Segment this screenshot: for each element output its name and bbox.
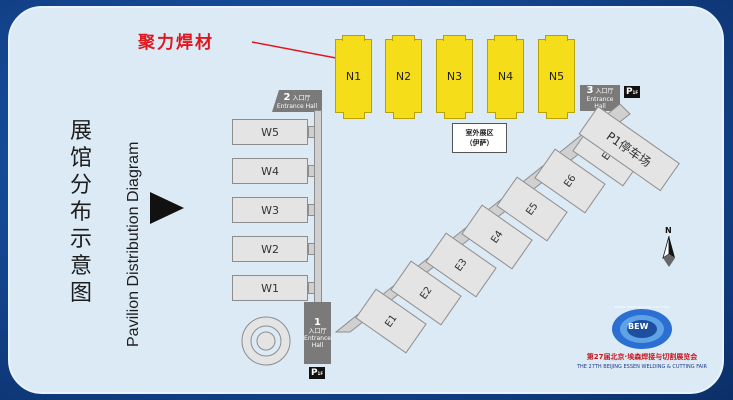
hall-label: W1 [261,281,279,295]
hall-label: N1 [345,69,362,83]
parking-badge-bottom-letter: P [310,368,318,378]
entrance-1-en1: Entrance [304,334,331,342]
hall-w3[interactable]: W3 [232,197,315,223]
hall-n3[interactable]: N3 [436,35,473,119]
exhibitor-pointer-line [251,41,337,59]
entrance-2-number: 2 [283,91,291,103]
hall-label: E1 [382,312,400,330]
fair-name-en: THE 27TH BEIJING ESSEN WELDING & CUTTING… [576,364,708,370]
hall-label: N3 [446,69,463,83]
hall-foot [495,112,517,119]
entrance-hall-2[interactable]: 2 入口厅 Entrance Hall [272,90,322,112]
hall-label: N4 [497,69,514,83]
fair-emblem-center: BEW [628,322,649,331]
hall-n1[interactable]: N1 [335,35,372,119]
compass-north-label: N [665,226,672,235]
hall-w2[interactable]: W2 [232,236,315,262]
entrance-1-en2: Hall [311,341,324,349]
hall-cap [342,35,365,41]
hall-label: E6 [561,172,579,190]
exhibitor-label: 聚力焊材 [138,33,214,53]
fair-emblem-icon [612,309,672,349]
hall-label: E5 [523,200,541,218]
entrance-2-en1: Entrance [276,102,304,110]
parking-badge-top-letter: P [625,87,633,97]
hall-connector [308,282,315,294]
hall-w5[interactable]: W5 [232,119,315,145]
hall-n4[interactable]: N4 [487,35,524,119]
pointer-arrow-icon [150,192,184,224]
hall-cap [545,35,568,41]
hall-label: E2 [417,284,435,302]
hall-connector [308,204,315,216]
compass: N [662,226,676,270]
hall-w1[interactable]: W1 [232,275,315,301]
title-english: Pavilion Distribution Diagram [125,141,142,347]
hall-label: W5 [261,125,279,139]
compass-needle-icon [662,236,675,267]
entrance-3-en1: Entrance [586,96,614,103]
entrance-3-cn: 入口厅 [595,88,614,95]
hall-label: N2 [395,69,412,83]
fair-emblem-ring-text: BEIJING ESSEN WELDING & CUTTING [614,305,670,309]
hall-foot [343,112,365,119]
entrance-2-cn: 入口厅 [292,94,311,102]
hall-connector [308,165,315,177]
entrance-hall-1[interactable]: 1 入口厅 Entrance Hall [304,302,331,364]
entrance-2-en2: Hall [305,102,318,110]
hall-foot [444,112,466,119]
outdoor-area-sub: （伊萨） [465,139,494,147]
entrance-1-number: 1 [314,316,321,328]
parking-badge-bottom-floor: 1F [317,370,324,376]
entrance-3-number: 3 [586,85,594,96]
west-corridor [314,110,322,305]
hall-n5[interactable]: N5 [538,35,575,119]
hall-label: E4 [488,228,506,246]
hall-cap [494,35,517,41]
parking-badge-top-floor: 1F [632,89,639,95]
hall-label: N5 [548,69,565,83]
hall-label: E3 [452,256,470,274]
hall-n2[interactable]: N2 [385,35,422,119]
outdoor-area-name: 室外展区 [465,129,494,137]
hall-label: W3 [261,203,279,217]
fair-name-cn: 第27届北京·埃森焊接与切割展览会 [586,353,698,361]
entrance-1-cn: 入口厅 [308,327,327,335]
hall-connector [308,243,315,255]
hall-label: W4 [261,164,279,178]
outdoor-area[interactable]: 室外展区 （伊萨） [452,123,507,153]
hall-connector [308,126,315,138]
title-chinese: 展馆分布示意图 [69,119,92,306]
hall-label: W2 [261,242,279,256]
hall-cap [392,35,415,41]
hall-w4[interactable]: W4 [232,158,315,184]
hall-foot [393,112,415,119]
hall-foot [546,112,568,119]
round-hall [241,316,291,366]
hall-cap [443,35,466,41]
fair-logo: BEW BEIJING ESSEN WELDING & CUTTING 第27届… [560,305,720,375]
